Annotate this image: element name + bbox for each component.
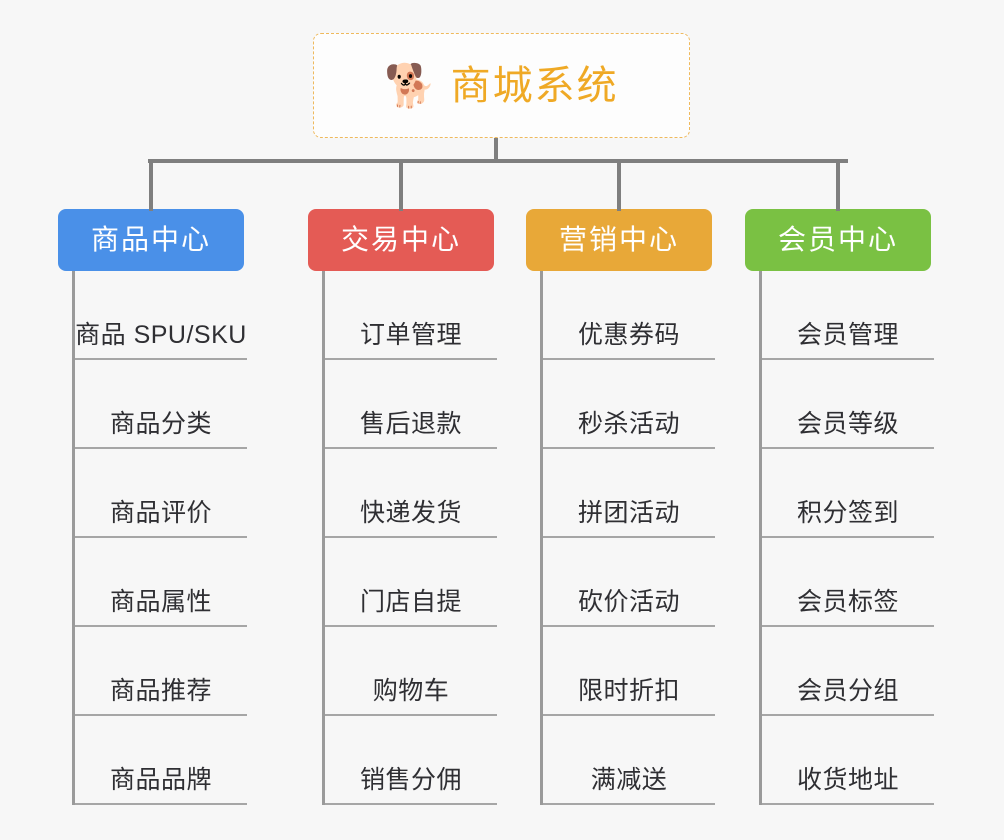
leaf-item-label: 限时折扣 [577,677,680,706]
leaf-item-label: 商品推荐 [109,677,212,706]
leaf-item-label: 积分签到 [796,499,899,528]
leaf-item[interactable]: 满减送 [543,716,715,805]
category-header-label: 交易中心 [340,224,461,255]
leaf-item-label: 拼团活动 [577,499,680,528]
leaf-item[interactable]: 快递发货 [325,449,497,538]
leaf-item-label: 快递发货 [359,499,462,528]
leaf-item[interactable]: 购物车 [325,627,497,716]
leaf-item[interactable]: 商品 SPU/SKU [75,271,247,360]
root-node-label: 商城系统 [450,63,619,108]
leaf-item-label: 优惠券码 [577,321,680,350]
leaf-item-label: 售后退款 [359,410,462,439]
leaf-item-label: 购物车 [372,677,450,706]
leaf-item[interactable]: 订单管理 [325,271,497,360]
leaf-item-label: 商品分类 [109,410,212,439]
leaf-item[interactable]: 会员标签 [762,538,934,627]
leaf-list: 优惠券码秒杀活动拼团活动砍价活动限时折扣满减送 [540,271,715,805]
leaf-item-label: 满减送 [590,766,668,795]
leaf-item-label: 会员管理 [796,321,899,350]
leaf-list: 会员管理会员等级积分签到会员标签会员分组收货地址 [759,271,934,805]
category-header-label: 会员中心 [777,224,898,255]
leaf-item-label: 秒杀活动 [577,410,680,439]
leaf-item-label: 订单管理 [359,321,462,350]
leaf-item[interactable]: 限时折扣 [543,627,715,716]
category-header-1[interactable]: 商品中心 [58,209,244,271]
leaf-item[interactable]: 秒杀活动 [543,360,715,449]
leaf-item[interactable]: 砍价活动 [543,538,715,627]
connector-branch-drop [399,161,403,211]
category-column: 营销中心优惠券码秒杀活动拼团活动砍价活动限时折扣满减送 [526,209,715,805]
leaf-item[interactable]: 会员分组 [762,627,934,716]
category-column: 交易中心订单管理售后退款快递发货门店自提购物车销售分佣 [308,209,497,805]
leaf-item-label: 砍价活动 [577,588,680,617]
category-header-4[interactable]: 会员中心 [745,209,931,271]
leaf-item[interactable]: 商品评价 [75,449,247,538]
category-header-3[interactable]: 营销中心 [526,209,712,271]
leaf-item-label: 会员等级 [796,410,899,439]
leaf-item[interactable]: 售后退款 [325,360,497,449]
leaf-item-label: 收货地址 [796,766,899,795]
leaf-item[interactable]: 销售分佣 [325,716,497,805]
leaf-item[interactable]: 商品属性 [75,538,247,627]
category-header-2[interactable]: 交易中心 [308,209,494,271]
leaf-item-label: 销售分佣 [359,766,462,795]
leaf-item[interactable]: 会员等级 [762,360,934,449]
connector-horizontal-bus [148,159,848,163]
leaf-item[interactable]: 拼团活动 [543,449,715,538]
leaf-item[interactable]: 积分签到 [762,449,934,538]
leaf-item[interactable]: 商品推荐 [75,627,247,716]
leaf-item-label: 商品评价 [109,499,212,528]
leaf-item-label: 商品属性 [109,588,212,617]
root-node[interactable]: 🐕 商城系统 [313,33,690,138]
connector-root-stem [494,138,498,163]
leaf-item[interactable]: 会员管理 [762,271,934,360]
connector-branch-drop [617,161,621,211]
connector-branch-drop [149,161,153,211]
leaf-item[interactable]: 优惠券码 [543,271,715,360]
leaf-item-label: 会员分组 [796,677,899,706]
leaf-item-label: 门店自提 [359,588,462,617]
leaf-item-label: 商品品牌 [109,766,212,795]
connector-branch-drop [836,161,840,211]
category-column: 会员中心会员管理会员等级积分签到会员标签会员分组收货地址 [745,209,934,805]
leaf-item[interactable]: 商品分类 [75,360,247,449]
leaf-item-label: 商品 SPU/SKU [75,321,247,350]
leaf-item[interactable]: 商品品牌 [75,716,247,805]
leaf-item[interactable]: 门店自提 [325,538,497,627]
leaf-list: 商品 SPU/SKU 商品分类商品评价商品属性商品推荐商品品牌 [72,271,247,805]
category-header-label: 商品中心 [90,224,211,255]
category-column: 商品中心商品 SPU/SKU 商品分类商品评价商品属性商品推荐商品品牌 [58,209,247,805]
shiba-dog-icon: 🐕 [384,61,437,109]
leaf-list: 订单管理售后退款快递发货门店自提购物车销售分佣 [322,271,497,805]
leaf-item[interactable]: 收货地址 [762,716,934,805]
leaf-item-label: 会员标签 [796,588,899,617]
category-header-label: 营销中心 [558,224,679,255]
